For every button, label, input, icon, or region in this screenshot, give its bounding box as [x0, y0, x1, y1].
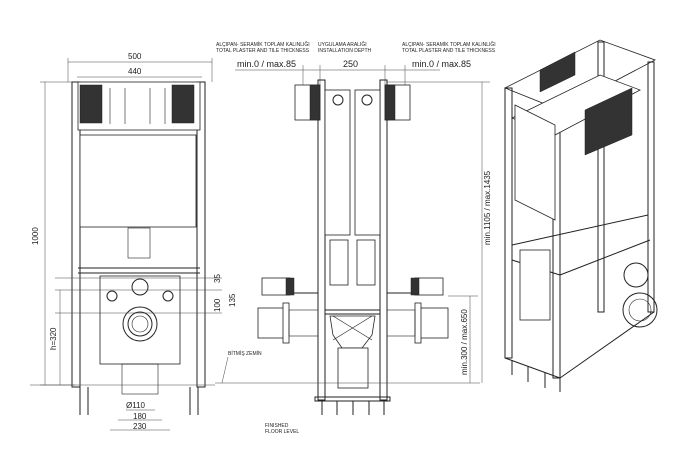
depth-label-tr: UYGULAMA ARALIĞI — [318, 41, 367, 48]
floor-label-en-1: FINISHED — [265, 423, 289, 429]
dim-outlet-height: h=320 — [49, 327, 58, 350]
front-view: 500 440 1000 h=320 35 100 135 Ø110 180 — [30, 52, 237, 431]
depth-value: 250 — [343, 59, 358, 69]
plaster-left-value: min.0 / max.85 — [237, 59, 296, 69]
total-height-value: min.1105 / max.1435 — [483, 170, 492, 245]
dim-width-inner: 440 — [128, 67, 142, 76]
plaster-label-tr-left: ALÇIPAN- SERAMİK TOPLAM KALINLIĞI — [216, 41, 310, 48]
dim-pipe-diameter: Ø110 — [126, 401, 146, 410]
plaster-label-en-right: TOTAL PLASTER AND TILE THICKNESS — [402, 48, 496, 54]
floor-label-tr: BİTMİŞ ZEMİN — [228, 350, 262, 357]
plaster-right-value: min.0 / max.85 — [412, 59, 471, 69]
plaster-label-en-left: TOTAL PLASTER AND TILE THICKNESS — [216, 48, 310, 54]
dim-100: 100 — [213, 298, 222, 312]
outlet-height-value: min.300 / max.650 — [460, 309, 469, 375]
dim-35: 35 — [213, 274, 222, 283]
dim-width-outer: 500 — [128, 52, 142, 61]
side-view: ALÇIPAN- SERAMİK TOPLAM KALINLIĞI TOTAL … — [215, 41, 496, 435]
depth-label-en: INSTALLATION DEPTH — [318, 48, 372, 54]
floor-label-en-2: FLOOR LEVEL — [265, 429, 299, 435]
dim-135: 135 — [228, 293, 237, 307]
dim-180: 180 — [133, 412, 147, 421]
dim-height: 1000 — [31, 227, 40, 245]
plaster-label-tr-right: ALÇIPAN- SERAMİK TOPLAM KALINLIĞI — [402, 41, 496, 48]
isometric-view — [504, 39, 658, 392]
dim-230: 230 — [133, 422, 147, 431]
